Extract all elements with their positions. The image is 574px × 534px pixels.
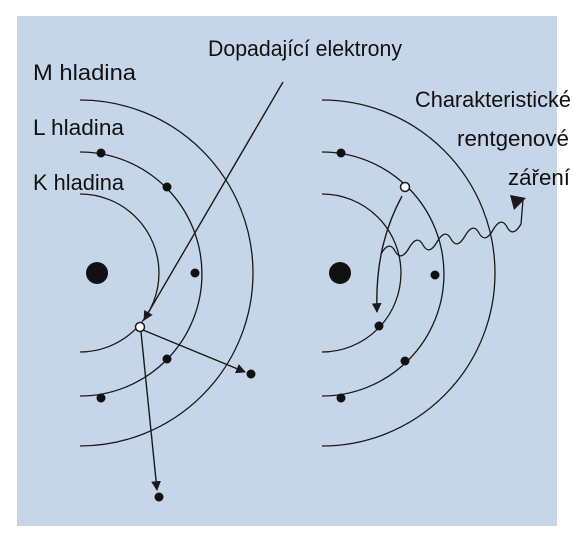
electron [97, 394, 106, 403]
label-xray-line3: záření [508, 165, 570, 190]
electron [337, 394, 346, 403]
electron [431, 271, 440, 280]
label-incoming-electrons: Dopadající elektrony [208, 36, 402, 61]
label-k-shell: K hladina [33, 170, 125, 195]
right-nucleus [329, 262, 351, 284]
electron [337, 149, 346, 158]
label-xray-line2: rentgenové [457, 126, 569, 151]
electron [191, 269, 200, 278]
label-l-shell: L hladina [33, 115, 125, 140]
label-m-shell: M hladina [33, 60, 137, 85]
electron [401, 357, 410, 366]
electron [375, 322, 384, 331]
electron [97, 149, 106, 158]
scattered-electron [247, 370, 256, 379]
electron [163, 183, 172, 192]
label-xray-line1: Charakteristické [415, 87, 571, 112]
bottom-strip [0, 526, 574, 534]
left-nucleus [86, 262, 108, 284]
right-vacancy [401, 183, 410, 192]
ejected-electron [155, 493, 164, 502]
electron [163, 355, 172, 364]
